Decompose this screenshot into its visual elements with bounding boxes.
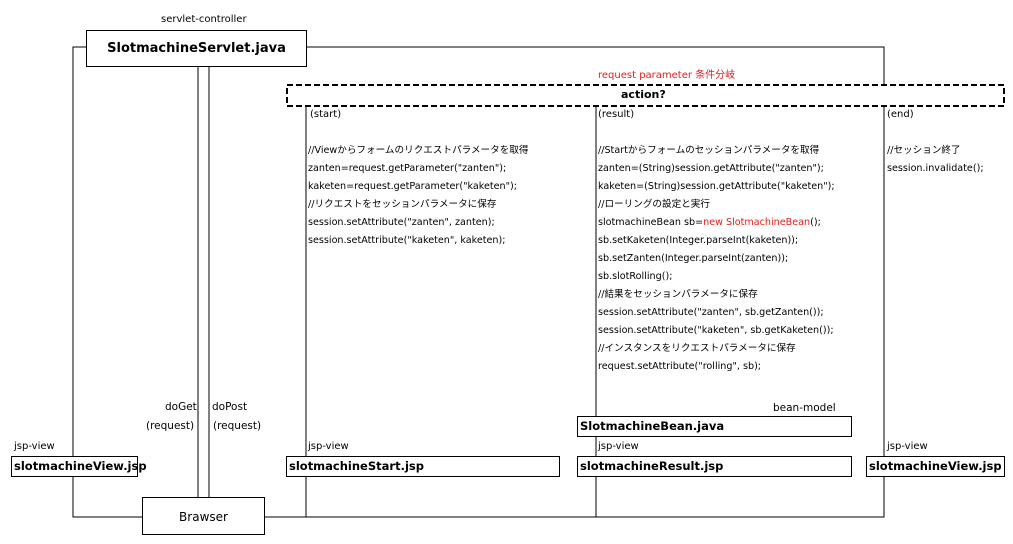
view-box-start-label: slotmachineStart.jsp bbox=[289, 459, 424, 473]
bean-box[interactable]: SlotmachineBean.java bbox=[577, 416, 852, 437]
branch-start-label: (start) bbox=[310, 109, 342, 120]
code-text: slotmachineBean sb= bbox=[598, 217, 704, 228]
servlet-controller-label: servlet-controller bbox=[161, 14, 247, 25]
code-text: sb.slotRolling(); bbox=[598, 271, 673, 282]
code-line: request.setAttribute("rolling", sb); bbox=[598, 358, 835, 376]
code-line: session.setAttribute("kaketen", sb.getKa… bbox=[598, 322, 835, 340]
dopost-label: doPost bbox=[212, 401, 248, 413]
code-text: session.setAttribute("zanten", zanten); bbox=[308, 217, 495, 228]
view-box-left-label: slotmachineView.jsp bbox=[14, 459, 147, 473]
jsp-view-label-left: jsp-view bbox=[14, 441, 55, 452]
branch-end-code: //セッション終了 session.invalidate(); bbox=[887, 142, 984, 178]
code-line: zanten=request.getParameter("zanten"); bbox=[308, 160, 529, 178]
view-box-start[interactable]: slotmachineStart.jsp bbox=[286, 456, 560, 477]
doget-label: doGet bbox=[165, 401, 197, 413]
code-text: request.setAttribute("rolling", sb); bbox=[598, 361, 762, 372]
code-text-tail: (); bbox=[810, 217, 821, 228]
code-text: sb.setZanten(Integer.parseInt(zanten)); bbox=[598, 253, 789, 264]
view-box-result-label: slotmachineResult.jsp bbox=[580, 459, 724, 473]
branch-result-code: //Startからフォームのセッションパラメータを取得 zanten=(Strin… bbox=[598, 142, 835, 376]
code-line: //Viewからフォームのリクエストパラメータを取得 bbox=[308, 142, 529, 160]
code-line: //インスタンスをリクエストパラメータに保存 bbox=[598, 340, 835, 358]
condition-label: request parameter 条件分岐 bbox=[598, 70, 736, 81]
code-text: session.setAttribute("zanten", sb.getZan… bbox=[598, 307, 824, 318]
branch-end-label: (end) bbox=[887, 109, 914, 120]
code-line: session.invalidate(); bbox=[887, 160, 984, 178]
code-line: slotmachineBean sb=new SlotmachineBean()… bbox=[598, 214, 835, 232]
code-text: zanten=(String)session.getAttribute("zan… bbox=[598, 163, 824, 174]
code-line: //Startからフォームのセッションパラメータを取得 bbox=[598, 142, 835, 160]
bean-box-label: SlotmachineBean.java bbox=[580, 419, 725, 433]
bean-model-label: bean-model bbox=[773, 402, 836, 414]
jsp-view-label-end: jsp-view bbox=[887, 441, 928, 452]
action-label: action? bbox=[621, 88, 666, 101]
code-line: kaketen=(String)session.getAttribute("ka… bbox=[598, 178, 835, 196]
browser-box-label: Brawser bbox=[179, 510, 228, 524]
code-text: //結果をセッションパラメータに保存 bbox=[598, 289, 758, 300]
code-line: session.setAttribute("kaketen", kaketen)… bbox=[308, 232, 529, 250]
code-text: //セッション終了 bbox=[887, 145, 961, 156]
code-text: kaketen=request.getParameter("kaketen"); bbox=[308, 181, 518, 192]
code-text-highlight: new SlotmachineBean bbox=[703, 217, 811, 228]
view-box-end[interactable]: slotmachineView.jsp bbox=[866, 456, 1005, 477]
code-text: //インスタンスをリクエストパラメータに保存 bbox=[598, 343, 796, 354]
servlet-box[interactable]: SlotmachineServlet.java bbox=[86, 30, 307, 67]
code-text: kaketen=(String)session.getAttribute("ka… bbox=[598, 181, 835, 192]
code-line: //セッション終了 bbox=[887, 142, 984, 160]
view-box-result[interactable]: slotmachineResult.jsp bbox=[577, 456, 852, 477]
code-line: kaketen=request.getParameter("kaketen"); bbox=[308, 178, 529, 196]
browser-box[interactable]: Brawser bbox=[142, 497, 265, 535]
jsp-view-label-result: jsp-view bbox=[598, 441, 639, 452]
branch-start-code: //Viewからフォームのリクエストパラメータを取得 zanten=request… bbox=[308, 142, 529, 250]
code-line: zanten=(String)session.getAttribute("zan… bbox=[598, 160, 835, 178]
code-line: sb.setKaketen(Integer.parseInt(kaketen))… bbox=[598, 232, 835, 250]
doget-request-label: (request) bbox=[146, 420, 195, 432]
code-text: session.invalidate(); bbox=[887, 163, 984, 174]
code-text: //Viewからフォームのリクエストパラメータを取得 bbox=[308, 145, 529, 156]
code-line: session.setAttribute("zanten", sb.getZan… bbox=[598, 304, 835, 322]
code-line: //ローリングの設定と実行 bbox=[598, 196, 835, 214]
code-text: zanten=request.getParameter("zanten"); bbox=[308, 163, 507, 174]
dopost-request-label: (request) bbox=[213, 420, 262, 432]
servlet-box-label: SlotmachineServlet.java bbox=[107, 41, 286, 56]
branch-result-label: (result) bbox=[598, 109, 635, 120]
view-box-left[interactable]: slotmachineView.jsp bbox=[11, 456, 147, 477]
code-text: //リクエストをセッションパラメータに保存 bbox=[308, 199, 497, 210]
code-line: session.setAttribute("zanten", zanten); bbox=[308, 214, 529, 232]
code-line: //リクエストをセッションパラメータに保存 bbox=[308, 196, 529, 214]
view-box-end-label: slotmachineView.jsp bbox=[869, 459, 1002, 473]
code-text: sb.setKaketen(Integer.parseInt(kaketen))… bbox=[598, 235, 799, 246]
code-text: session.setAttribute("kaketen", sb.getKa… bbox=[598, 325, 834, 336]
code-text: //ローリングの設定と実行 bbox=[598, 199, 710, 210]
code-line: //結果をセッションパラメータに保存 bbox=[598, 286, 835, 304]
code-line: sb.slotRolling(); bbox=[598, 268, 835, 286]
jsp-view-label-start: jsp-view bbox=[308, 441, 349, 452]
code-text: session.setAttribute("kaketen", kaketen)… bbox=[308, 235, 506, 246]
code-text: //Startからフォームのセッションパラメータを取得 bbox=[598, 145, 820, 156]
code-line: sb.setZanten(Integer.parseInt(zanten)); bbox=[598, 250, 835, 268]
